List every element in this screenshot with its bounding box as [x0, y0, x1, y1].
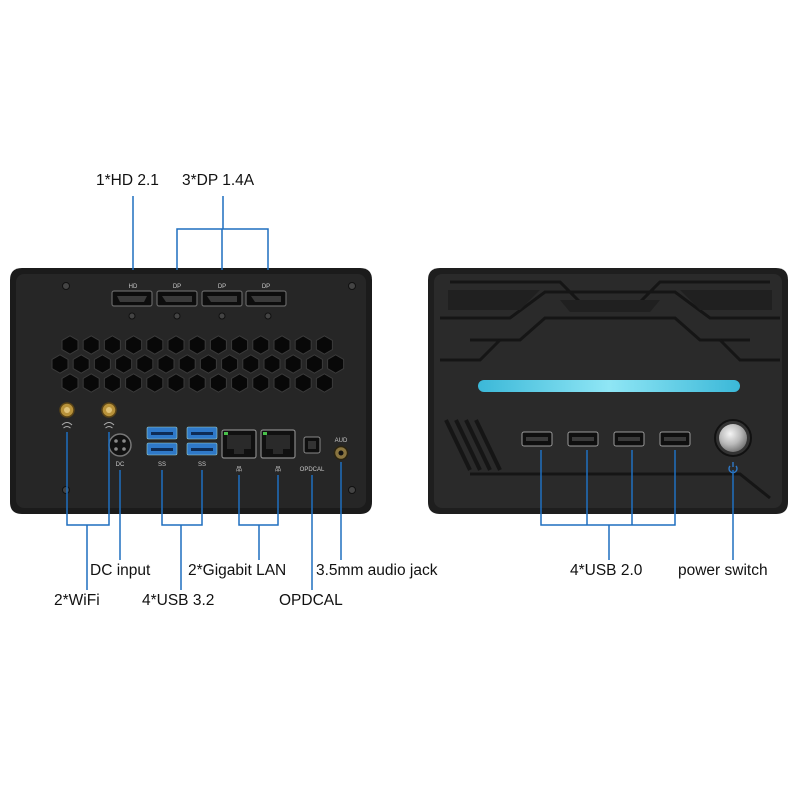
rgb-light-bar	[478, 380, 740, 392]
wifi-antenna-2	[101, 402, 117, 429]
usb20-port-1	[521, 431, 553, 447]
vent-hole	[252, 373, 270, 393]
callout-dc-input: DC input	[90, 562, 151, 579]
vent-hole	[231, 373, 249, 393]
vent-hole	[188, 335, 206, 355]
callout-lines	[66, 196, 734, 590]
usb20-port-4	[659, 431, 691, 447]
vent-hole	[221, 354, 239, 374]
displayport-2: DP	[201, 284, 243, 307]
usb32-port-4	[186, 442, 218, 456]
callout-opdcal: OPDCAL	[279, 592, 343, 609]
callout-wifi: 2*WiFi	[54, 592, 100, 609]
vent-hole	[294, 335, 312, 355]
vent-hole	[273, 335, 291, 355]
vent-hole	[209, 335, 227, 355]
svg-text:DP: DP	[173, 284, 181, 290]
power-switch	[714, 419, 752, 474]
vent-hole	[242, 354, 260, 374]
svg-text:AUD: AUD	[335, 438, 348, 444]
usb3-silk: SS	[158, 462, 166, 468]
callout-dp: 3*DP 1.4A	[182, 172, 255, 189]
usb20-port-2	[567, 431, 599, 447]
vent-hole	[315, 335, 333, 355]
vent-hole	[125, 373, 143, 393]
lan-port-1: 品	[221, 429, 257, 473]
vent-hole	[146, 373, 164, 393]
vent-hole	[115, 354, 133, 374]
front-panel	[428, 268, 788, 514]
front-relief-shade	[448, 290, 772, 312]
vent-hole	[93, 354, 111, 374]
svg-text:DP: DP	[262, 284, 270, 290]
callout-usb20: 4*USB 2.0	[570, 562, 643, 579]
vent-hole	[231, 335, 249, 355]
wifi-antenna-1	[59, 402, 75, 429]
vent-hole	[294, 373, 312, 393]
vent-hole	[263, 354, 281, 374]
opdcal-port: OPDCAL	[300, 436, 325, 473]
back-panel: HD DP DP DP	[10, 268, 372, 514]
vent-hole	[125, 335, 143, 355]
usb32-port-3	[186, 426, 218, 440]
displayport-1: DP	[156, 284, 198, 307]
usb32-port-2	[146, 442, 178, 456]
honeycomb-vent	[51, 335, 345, 393]
vent-hole	[136, 354, 154, 374]
svg-text:HD: HD	[129, 284, 138, 290]
vent-hole	[61, 335, 79, 355]
vent-hole	[157, 354, 175, 374]
vent-hole	[273, 373, 291, 393]
usb20-port-3	[613, 431, 645, 447]
audio-jack: AUD	[333, 438, 349, 461]
vent-hole	[315, 373, 333, 393]
lan-port-2: 品	[260, 429, 296, 473]
vent-hole	[178, 354, 196, 374]
svg-text:品: 品	[275, 466, 281, 473]
hdmi-port: HD	[111, 284, 153, 307]
vent-hole	[72, 354, 90, 374]
vent-hole	[103, 335, 121, 355]
displayport-3: DP	[245, 284, 287, 307]
svg-text:DP: DP	[218, 284, 226, 290]
vent-hole	[209, 373, 227, 393]
vent-hole	[284, 354, 302, 374]
vent-hole	[82, 373, 100, 393]
svg-text:OPDCAL: OPDCAL	[300, 467, 325, 473]
vent-hole	[103, 373, 121, 393]
panel-screws	[62, 282, 356, 494]
callout-hd: 1*HD 2.1	[96, 172, 159, 189]
vent-hole	[167, 373, 185, 393]
usb32-port-1	[146, 426, 178, 440]
callout-gigabit-lan: 2*Gigabit LAN	[188, 562, 287, 579]
vent-hole	[305, 354, 323, 374]
vent-hole	[199, 354, 217, 374]
svg-text:品: 品	[236, 466, 242, 473]
callout-usb32: 4*USB 3.2	[142, 592, 215, 609]
usb3-silk: SS	[198, 462, 206, 468]
vent-hole	[146, 335, 164, 355]
vent-hole	[327, 354, 345, 374]
callout-audio-jack: 3.5mm audio jack	[316, 562, 438, 579]
vent-hole	[51, 354, 69, 374]
svg-text:DC: DC	[116, 462, 125, 468]
vent-hole	[82, 335, 100, 355]
dc-input-port: DC	[108, 433, 132, 468]
vent-hole	[188, 373, 206, 393]
vent-hole	[61, 373, 79, 393]
front-stripes	[444, 419, 502, 471]
callout-power-switch: power switch	[678, 562, 768, 579]
vent-hole	[252, 335, 270, 355]
vent-hole	[167, 335, 185, 355]
